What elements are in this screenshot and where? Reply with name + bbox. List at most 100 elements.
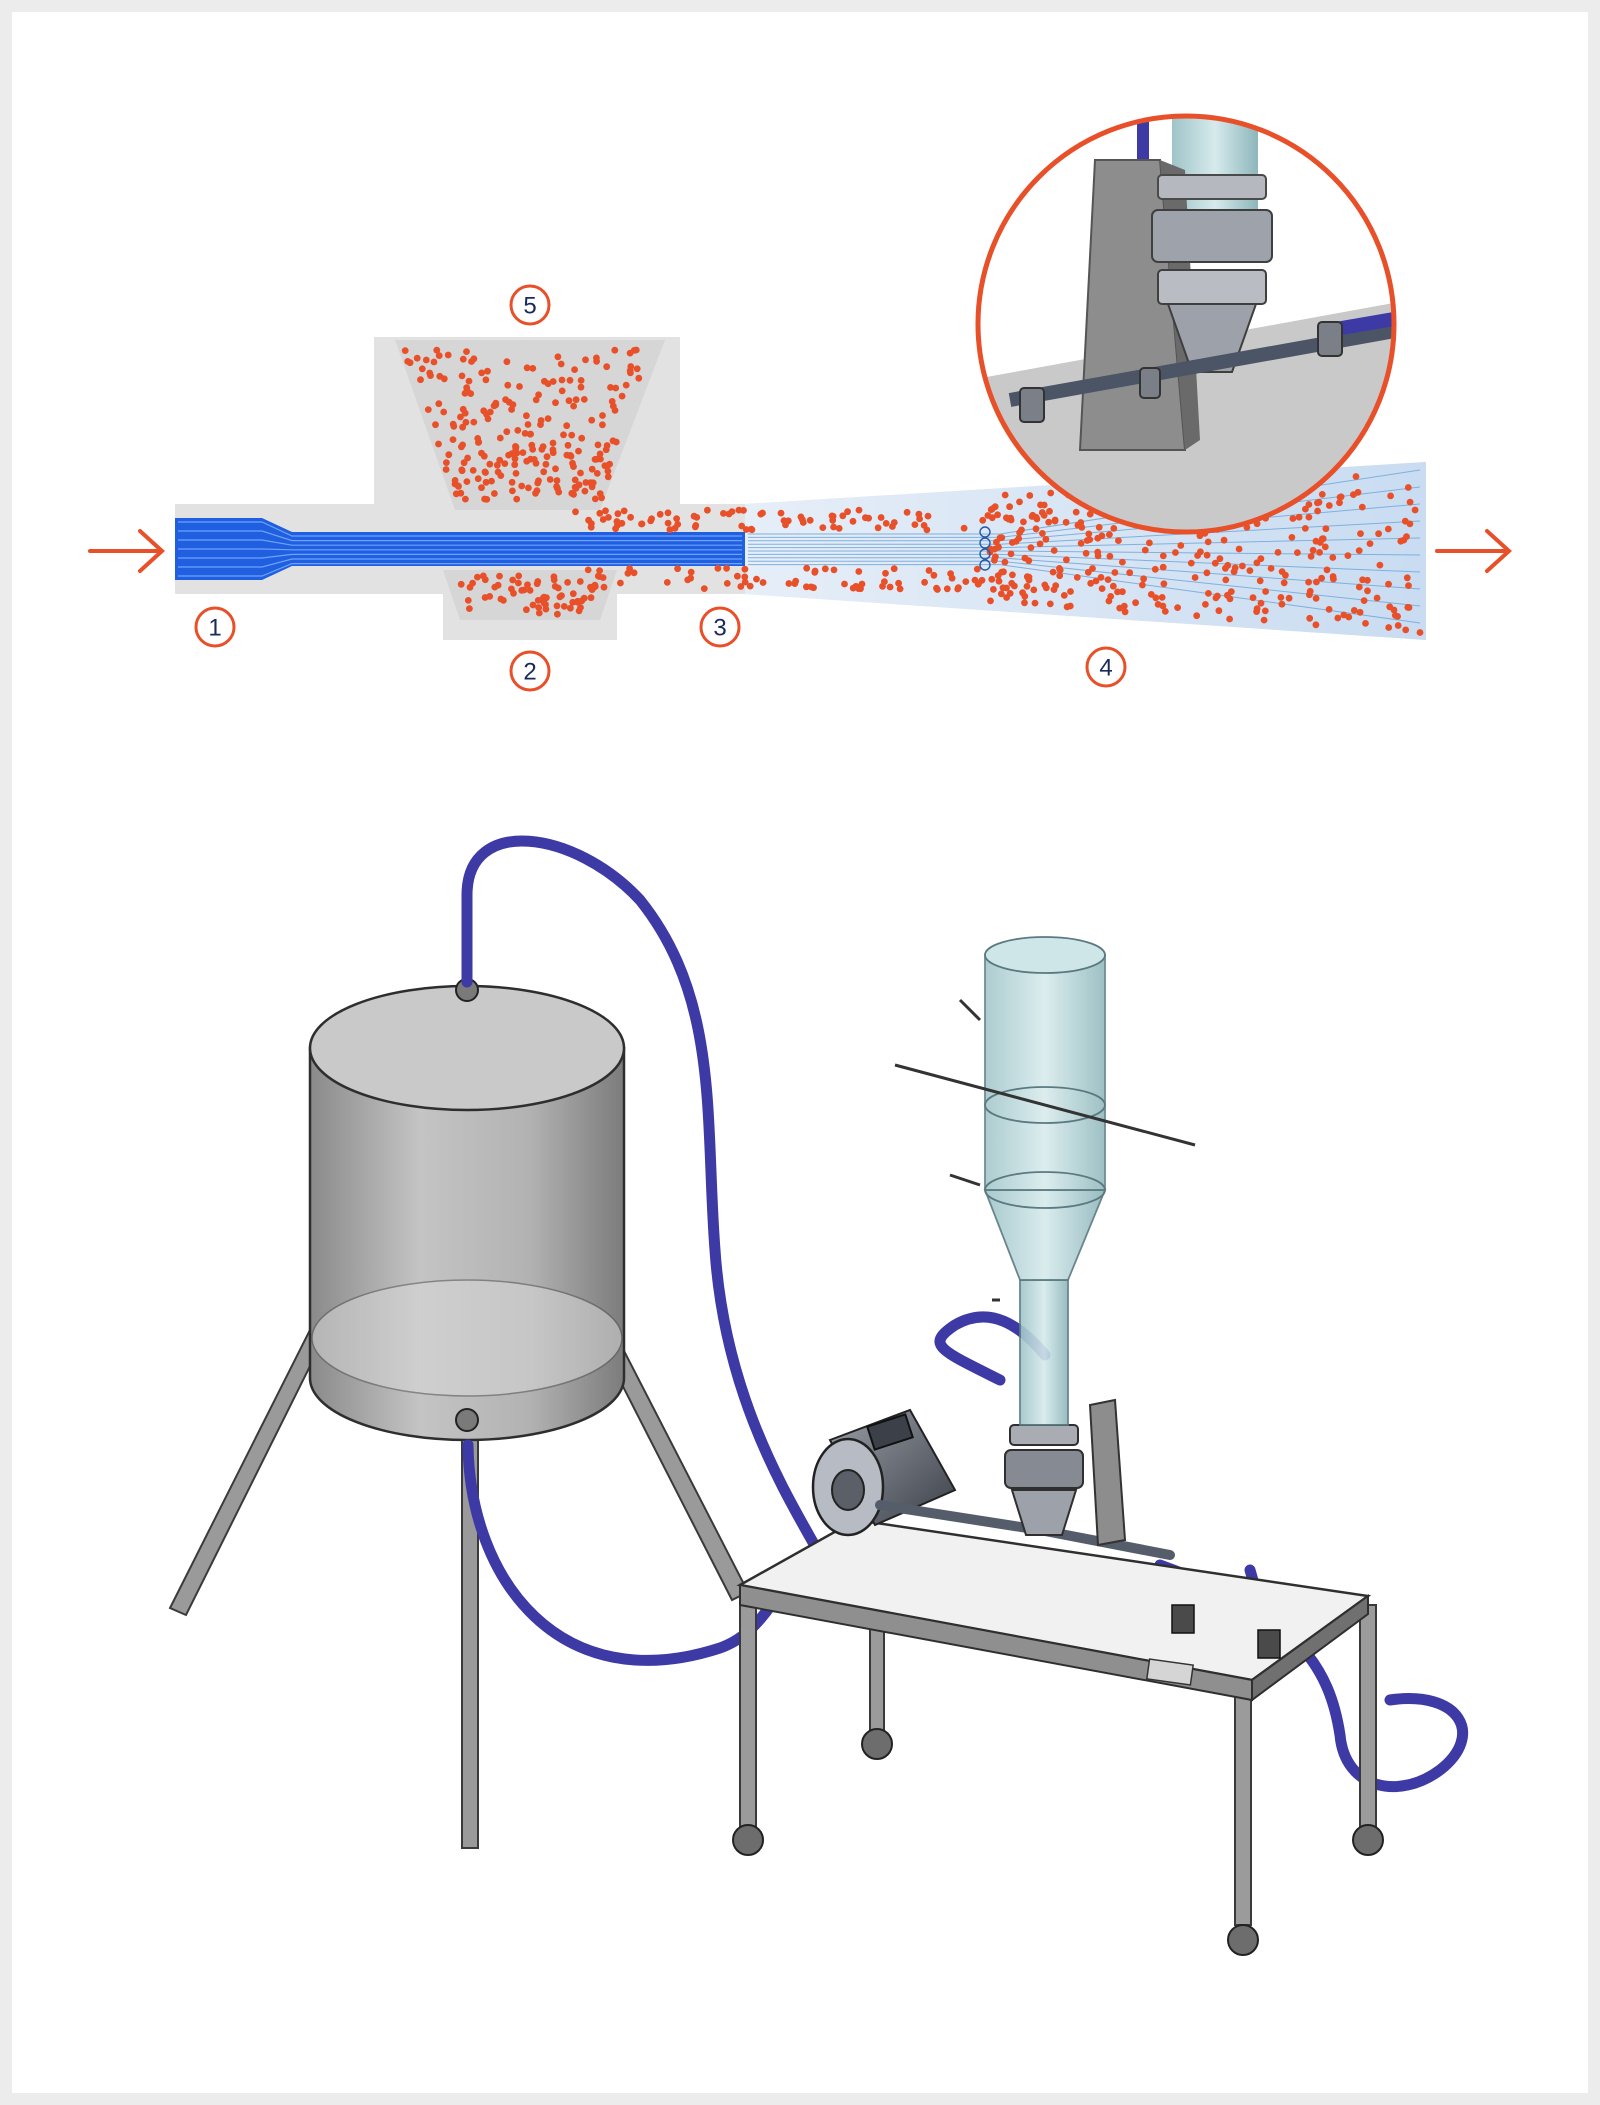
- particle: [1329, 554, 1337, 561]
- particle: [737, 583, 745, 590]
- particle: [992, 553, 999, 561]
- particle: [510, 589, 517, 597]
- particle: [535, 609, 543, 617]
- particle: [524, 421, 532, 428]
- particle: [454, 482, 462, 490]
- particle: [1402, 626, 1410, 634]
- particle: [532, 396, 540, 404]
- particle: [496, 434, 504, 442]
- particle: [608, 398, 616, 405]
- particle: [1309, 546, 1317, 554]
- particle: [1110, 525, 1118, 532]
- particle: [728, 508, 736, 515]
- particle: [1114, 588, 1121, 596]
- particle: [1095, 523, 1103, 531]
- particle: [1191, 574, 1199, 581]
- particle: [1056, 566, 1064, 574]
- particle: [1132, 599, 1139, 607]
- process-table: [736, 1518, 1372, 1702]
- jet-streamline: [178, 530, 742, 542]
- particle: [604, 473, 612, 481]
- particle: [1305, 501, 1313, 508]
- particle: [990, 586, 997, 593]
- particle: [496, 572, 503, 580]
- particle: [474, 573, 481, 581]
- particle: [494, 468, 502, 476]
- particle: [1111, 569, 1119, 576]
- particle: [1262, 588, 1269, 595]
- particle: [973, 565, 981, 573]
- particle: [829, 516, 837, 524]
- particle: [554, 610, 561, 618]
- particle: [593, 357, 600, 365]
- particle: [576, 578, 584, 585]
- particle: [1226, 615, 1233, 623]
- particle: [1203, 551, 1211, 559]
- particle: [785, 580, 793, 587]
- particle: [1305, 578, 1312, 586]
- particle: [1387, 492, 1394, 500]
- particle: [564, 441, 572, 449]
- particle: [855, 506, 863, 514]
- particle: [1051, 516, 1059, 524]
- particle: [1104, 576, 1112, 583]
- particle: [482, 376, 490, 384]
- particle: [1089, 565, 1096, 572]
- particle: [1344, 552, 1352, 559]
- particle: [482, 478, 490, 486]
- particle: [782, 521, 789, 529]
- powder-column: [894, 936, 1196, 1426]
- particle: [514, 427, 522, 434]
- particle: [1121, 608, 1129, 616]
- particle: [613, 518, 621, 525]
- particle: [797, 513, 805, 521]
- particle: [458, 467, 466, 475]
- particle: [1360, 597, 1368, 604]
- particle: [1094, 534, 1102, 542]
- particle: [1403, 574, 1411, 582]
- particle: [704, 506, 711, 514]
- particle: [1126, 569, 1134, 577]
- particle: [656, 510, 664, 518]
- particle: [1404, 603, 1412, 611]
- particle: [571, 476, 579, 484]
- particle: [930, 571, 938, 579]
- particle: [1401, 517, 1409, 525]
- particle: [553, 477, 561, 484]
- particle: [519, 449, 527, 456]
- particle: [1384, 525, 1392, 533]
- particle: [1318, 491, 1326, 498]
- particle: [484, 367, 491, 375]
- particle: [1301, 525, 1309, 532]
- particle: [577, 469, 584, 477]
- particle: [529, 365, 537, 372]
- particle: [1307, 553, 1315, 560]
- particle: [457, 489, 465, 497]
- particle: [1362, 620, 1369, 627]
- particle: [543, 594, 550, 602]
- particle: [552, 465, 559, 473]
- particle: [435, 440, 442, 448]
- particle: [1003, 514, 1010, 522]
- particle: [617, 579, 624, 587]
- particle: [921, 578, 928, 586]
- particle: [1050, 547, 1058, 554]
- particle: [1023, 573, 1031, 581]
- particle: [1119, 558, 1126, 566]
- particle: [1321, 543, 1329, 551]
- particle: [457, 580, 465, 588]
- particle: [568, 431, 576, 439]
- particle: [1086, 536, 1094, 543]
- particle: [538, 445, 546, 453]
- particle: [618, 392, 626, 400]
- particle: [862, 514, 869, 522]
- particle: [457, 413, 464, 421]
- particle: [569, 459, 576, 467]
- table-sensors: [1171, 1604, 1281, 1659]
- particle: [413, 354, 421, 362]
- particle: [560, 603, 568, 610]
- particle: [666, 526, 674, 534]
- particle: [401, 347, 409, 354]
- particle: [603, 442, 611, 449]
- particle: [991, 503, 999, 511]
